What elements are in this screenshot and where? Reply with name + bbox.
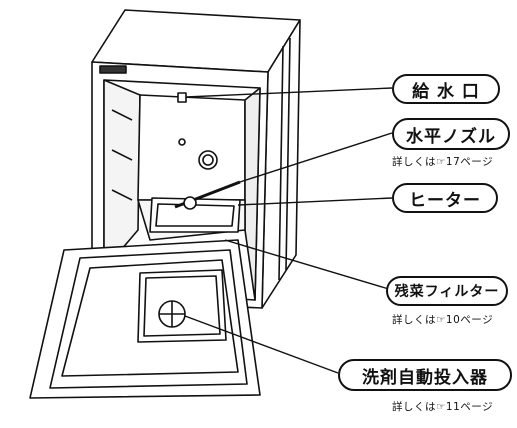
detergent-label: 洗剤自動投入器	[338, 359, 512, 391]
filter-note: 詳しくは☞10ページ	[392, 314, 494, 326]
filter-label: 残菜フィルター	[386, 276, 508, 306]
leader-spray-nozzle	[239, 132, 393, 183]
leader-water-inlet	[185, 87, 393, 98]
water-inlet-label: 給 水 口	[392, 74, 500, 104]
heater-label: ヒーター	[392, 183, 498, 213]
heater-basin	[149, 197, 241, 233]
cabinet-top	[91, 9, 301, 73]
leader-detergent	[184, 315, 339, 374]
wall-outlet	[198, 150, 218, 170]
spray-nozzle-label: 水平ノズル	[392, 118, 510, 150]
control-panel-badge	[99, 65, 127, 74]
detergent-note: 詳しくは☞11ページ	[392, 401, 494, 413]
leader-filter	[224, 239, 393, 291]
water-inlet	[177, 92, 187, 103]
leader-heater	[237, 197, 393, 206]
spray-nozzle-note: 詳しくは☞17ページ	[392, 156, 494, 168]
